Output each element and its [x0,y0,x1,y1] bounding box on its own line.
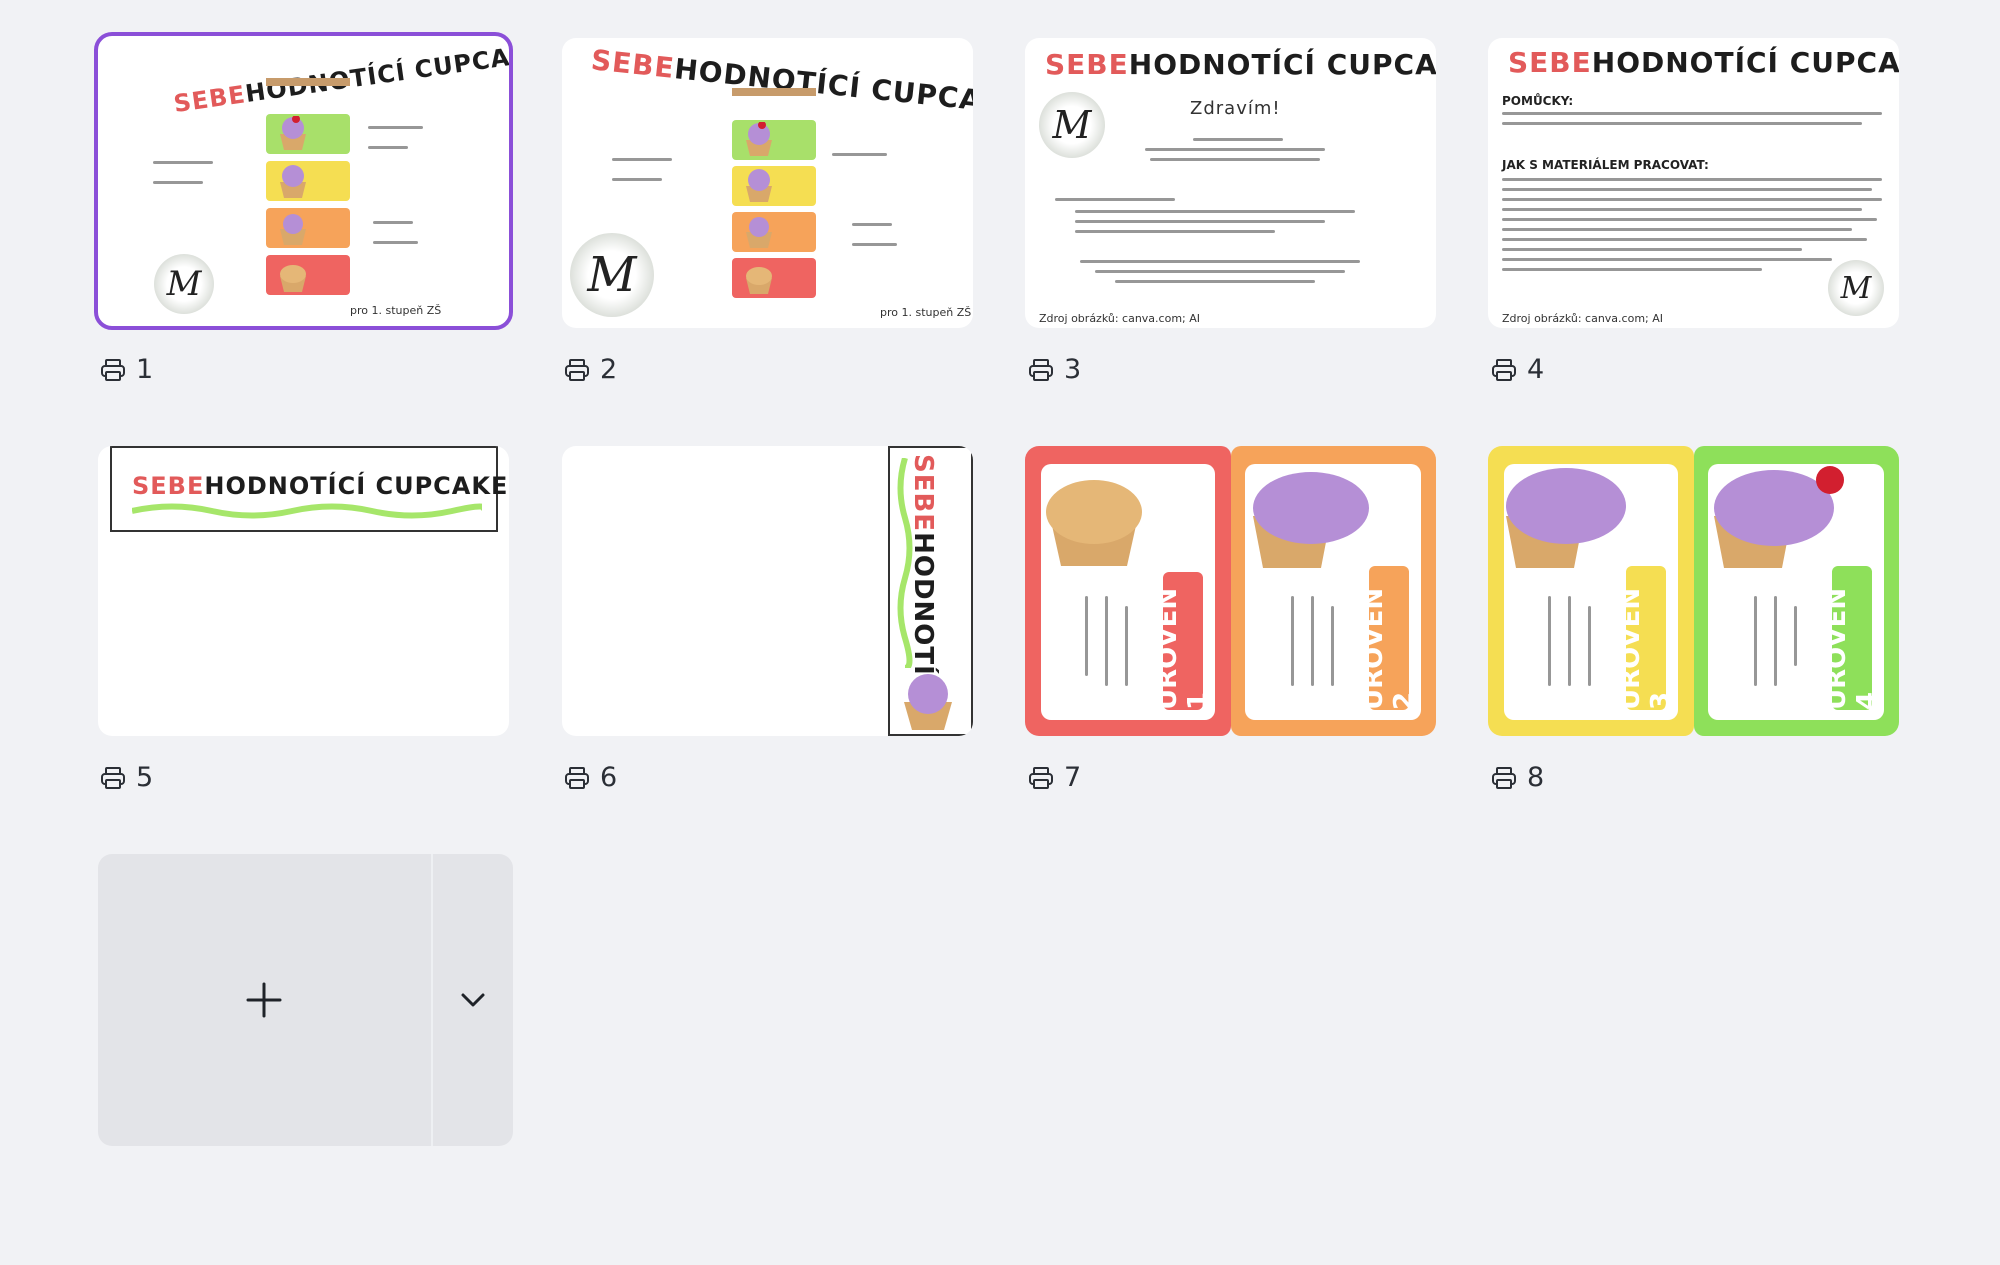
page-thumbnail-6[interactable]: SEBEHODNOTÍCÍ [562,446,973,736]
cupcake-icon [904,674,952,730]
page-caption-8: 8 [1491,762,1544,793]
printer-icon [101,358,125,381]
page-number: 7 [1064,762,1082,793]
plus-icon [246,982,282,1018]
cupcake-icon [746,122,772,156]
cupcake-icon [280,214,306,245]
page-thumbnail-4[interactable]: SEBEHODNOTÍCÍ CUPCAKE POMŮCKY: JAK S MAT… [1488,38,1899,328]
add-page-control [98,854,513,1146]
section-heading: JAK S MATERIÁLEM PRACOVAT: [1502,158,1709,172]
page-number: 1 [136,354,154,385]
divider [431,854,433,1146]
page-title: SEBEHODNOTÍCÍ CUPCAKE [589,43,973,122]
printer-icon [1029,766,1053,789]
page-thumbnail-7[interactable]: ÚROVEŇ 1 ÚROVEŇ 2 [1025,446,1436,736]
page-number: 6 [600,762,618,793]
logo: M [570,233,654,317]
printer-icon [1492,358,1516,381]
cupcake-icon [1506,468,1626,568]
level-strip [266,208,350,248]
page-caption-6: 6 [564,762,617,793]
page-thumbnail-5[interactable]: SEBEHODNOTÍCÍ CUPCAKE [98,446,509,736]
printer-icon [101,766,125,789]
page-number: 2 [600,354,618,385]
cupcake-icon [280,265,306,292]
page-number: 5 [136,762,154,793]
level-label: ÚROVEŇ 4 [1822,566,1882,710]
squiggle-decoration [132,503,482,519]
page-thumbnail-8[interactable]: ÚROVEŇ 3 ÚROVEŇ 4 [1488,446,1899,736]
cupcake-icon [746,169,772,202]
cupcake-icon [280,165,306,198]
page-number: 4 [1527,354,1545,385]
level-label: ÚROVEŇ 3 [1616,566,1676,710]
printer-icon [1492,766,1516,789]
hanger [732,88,816,96]
add-page-options-button[interactable] [433,854,513,1146]
page-footer: pro 1. stupeň ZŠ [880,306,972,319]
level-card-2: ÚROVEŇ 2 [1231,446,1436,736]
level-strip [266,255,350,295]
logo: M [1039,92,1105,158]
level-card-4: ÚROVEŇ 4 [1694,446,1899,736]
level-strip [266,161,350,201]
printer-icon [565,766,589,789]
cupcake-icon [1046,480,1142,566]
printer-icon [1029,358,1053,381]
greeting: Zdravím! [1190,98,1281,119]
level-label: ÚROVEŇ 1 [1153,572,1213,710]
level-label: ÚROVEŇ 2 [1359,566,1419,710]
page-caption-2: 2 [564,354,617,385]
page-footer: pro 1. stupeň ZŠ [350,304,442,317]
squiggle-decoration [897,458,913,668]
page-title: SEBEHODNOTÍCÍ [908,454,938,707]
logo: M [1828,260,1884,316]
cupcake-icon [746,217,772,248]
page-caption-3: 3 [1028,354,1081,385]
page-title: SEBEHODNOTÍCÍ CUPCAKE [1045,48,1436,81]
section-heading: POMŮCKY: [1502,94,1574,108]
add-page-button[interactable] [98,854,430,1146]
logo: M [154,254,214,314]
page-caption-4: 4 [1491,354,1544,385]
page-number: 3 [1064,354,1082,385]
vertical-banner: SEBEHODNOTÍCÍ [888,446,973,736]
page-number: 8 [1527,762,1545,793]
level-card-1: ÚROVEŇ 1 [1025,446,1231,736]
title-banner: SEBEHODNOTÍCÍ CUPCAKE [110,446,507,532]
page-title: SEBEHODNOTÍCÍ CUPCAKE [1508,46,1899,79]
cupcake-icon [280,116,306,150]
page-footer: Zdroj obrázků: canva.com; AI [1039,312,1201,325]
page-caption-1: 1 [100,354,153,385]
level-card-3: ÚROVEŇ 3 [1488,446,1694,736]
page-title: SEBEHODNOTÍCÍ CUPCAKE [132,472,509,500]
cupcake-icon [746,267,772,294]
cupcake-icon [1253,472,1369,568]
page-caption-5: 5 [100,762,153,793]
cupcake-icon [1714,466,1844,568]
page-footer: Zdroj obrázků: canva.com; AI [1502,312,1664,325]
page-thumbnail-1[interactable]: SEBEHODNOTÍCÍ CUPCAKE M pro 1. stupeň ZŠ [94,32,513,330]
chevron-down-icon [461,993,485,1007]
page-thumbnail-3[interactable]: SEBEHODNOTÍCÍ CUPCAKE Zdravím! M Zdroj o… [1025,38,1436,328]
hanger [266,78,350,86]
printer-icon [565,358,589,381]
page-caption-7: 7 [1028,762,1081,793]
page-thumbnail-2[interactable]: SEBEHODNOTÍCÍ CUPCAKE M pro 1. stupeň ZŠ [562,38,973,328]
